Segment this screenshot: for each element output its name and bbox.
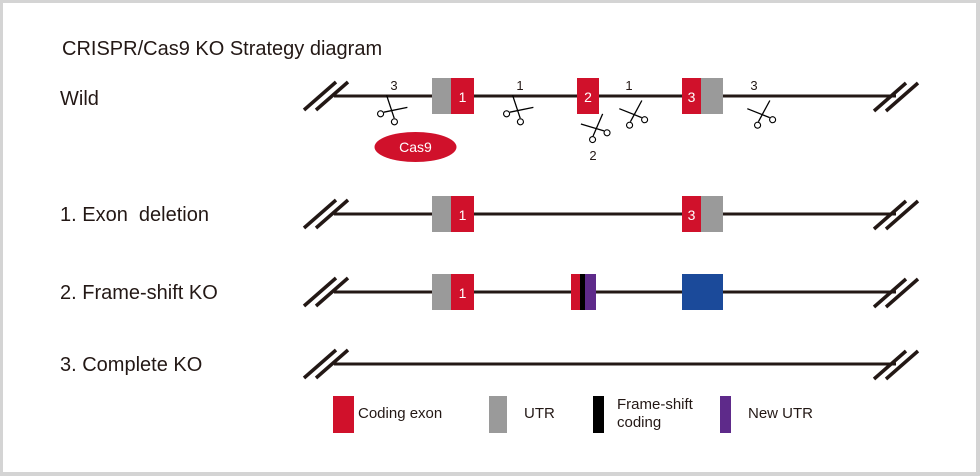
- exon-1-block: [451, 274, 474, 310]
- exon-number: 1: [459, 285, 467, 301]
- break-mark-right: [872, 277, 920, 309]
- legend-swatch-frameshift-coding: [593, 396, 604, 433]
- legend-label-coding-exon: Coding exon: [358, 405, 443, 422]
- sgrna-label: 3: [750, 78, 757, 93]
- scissors-icon: [580, 113, 613, 145]
- break-mark-left: [302, 348, 350, 380]
- cut-site: 1: [500, 78, 535, 128]
- cut-site: 1: [618, 78, 651, 131]
- cas9-label: Cas9: [399, 139, 432, 155]
- legend-swatch-new-utr: [720, 396, 731, 433]
- utr-block: [432, 196, 451, 232]
- exon-number: 3: [688, 89, 696, 105]
- exon-deletion-gene: 1 3: [302, 196, 920, 232]
- wild-gene: 1 2 3 3 1 2 1 3 Cas9: [302, 78, 920, 163]
- diagram-panel: [3, 3, 976, 472]
- row-label-wild: Wild: [60, 88, 99, 110]
- scissors-icon: [618, 99, 651, 131]
- scissors-icon: [374, 94, 409, 128]
- break-mark-left: [302, 276, 350, 308]
- sgrna-label: 1: [516, 78, 523, 93]
- cut-site: 3: [374, 78, 409, 128]
- scissors-icon: [746, 99, 779, 131]
- row-label-frameshift: 2. Frame-shift KO: [60, 282, 218, 304]
- utr-block: [701, 78, 723, 114]
- utr-block: [432, 274, 451, 310]
- cut-site: 2: [580, 113, 613, 163]
- break-mark-right: [872, 81, 920, 113]
- new-utr-block: [585, 274, 596, 310]
- exon-number: 1: [459, 89, 467, 105]
- cut-site: 3: [746, 78, 779, 131]
- exon-1-block: [451, 78, 474, 114]
- sgrna-label: 2: [589, 148, 596, 163]
- exon-1-block: [451, 196, 474, 232]
- sgrna-label: 3: [390, 78, 397, 93]
- exon-3-block: [682, 78, 701, 114]
- exon-3-block: [682, 196, 701, 232]
- exon-2-remnant-coding: [571, 274, 580, 310]
- exon-3-frameshifted-block: [682, 274, 723, 310]
- legend: [333, 396, 731, 433]
- scissors-icon: [500, 94, 535, 128]
- sgrna-label: 1: [625, 78, 632, 93]
- utr-block: [701, 196, 723, 232]
- row-label-exon-deletion: 1. Exon deletion: [60, 204, 209, 226]
- frameshift-coding-block: [580, 274, 585, 310]
- legend-label-new-utr: New UTR: [748, 405, 814, 422]
- utr-block: [432, 78, 451, 114]
- frameshift-gene: 1: [302, 274, 920, 310]
- break-mark-left: [302, 80, 350, 112]
- legend-swatch-coding-exon: [333, 396, 354, 433]
- row-label-complete-ko: 3. Complete KO: [60, 354, 203, 376]
- cas9-protein: [374, 132, 457, 162]
- complete-ko-gene: [302, 348, 920, 381]
- exon-number: 3: [688, 207, 696, 223]
- legend-label-frameshift-coding: Frame-shift coding: [617, 396, 693, 431]
- exon-2-block: [577, 78, 599, 114]
- exon-number: 1: [459, 207, 467, 223]
- legend-swatch-utr: [489, 396, 507, 433]
- break-mark-left: [302, 198, 350, 230]
- break-mark-right: [872, 199, 920, 231]
- diagram-title: CRISPR/Cas9 KO Strategy diagram: [62, 38, 383, 60]
- exon-number: 2: [584, 89, 592, 105]
- legend-label-utr: UTR: [524, 405, 555, 422]
- break-mark-right: [872, 349, 920, 381]
